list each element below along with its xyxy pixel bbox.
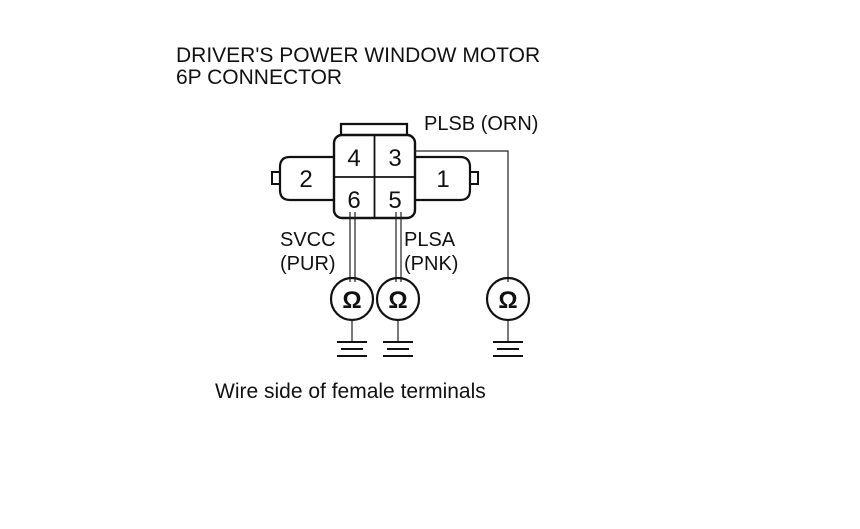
label-svcc-color: (PUR) [280, 253, 336, 275]
connector-latch [339, 122, 409, 135]
label-plsb: PLSB (ORN) [424, 113, 538, 135]
ohm-icon: Ω [498, 287, 517, 314]
pin-5: 5 [388, 187, 401, 214]
ground-plsb [493, 320, 523, 357]
connector-left-tab [271, 171, 281, 185]
ohm-icon: Ω [342, 287, 361, 314]
probe-wires [349, 150, 509, 282]
pin-6: 6 [347, 187, 360, 214]
title-line-1: DRIVER'S POWER WINDOW MOTOR [176, 44, 540, 67]
pin-1: 1 [436, 166, 449, 193]
ohm-icon: Ω [388, 287, 407, 314]
connector-right-tab [469, 171, 479, 185]
label-plsa: PLSA [404, 229, 456, 251]
title-line-2: 6P CONNECTOR [176, 66, 342, 89]
ohmmeter-plsb: Ω [485, 276, 531, 322]
wire-plsb [414, 150, 509, 282]
ohmmeter-plsa: Ω [375, 276, 421, 322]
connector: 4 3 6 5 2 1 [271, 122, 479, 220]
caption: Wire side of female terminals [215, 380, 486, 403]
label-plsa-color: (PNK) [404, 253, 458, 275]
label-svcc: SVCC [280, 229, 336, 251]
ground-plsa [383, 320, 413, 357]
ground-svcc [337, 320, 367, 357]
pin-3: 3 [388, 145, 401, 172]
ohmmeter-svcc: Ω [329, 276, 375, 322]
pin-2: 2 [299, 166, 312, 193]
pin-4: 4 [347, 145, 360, 172]
